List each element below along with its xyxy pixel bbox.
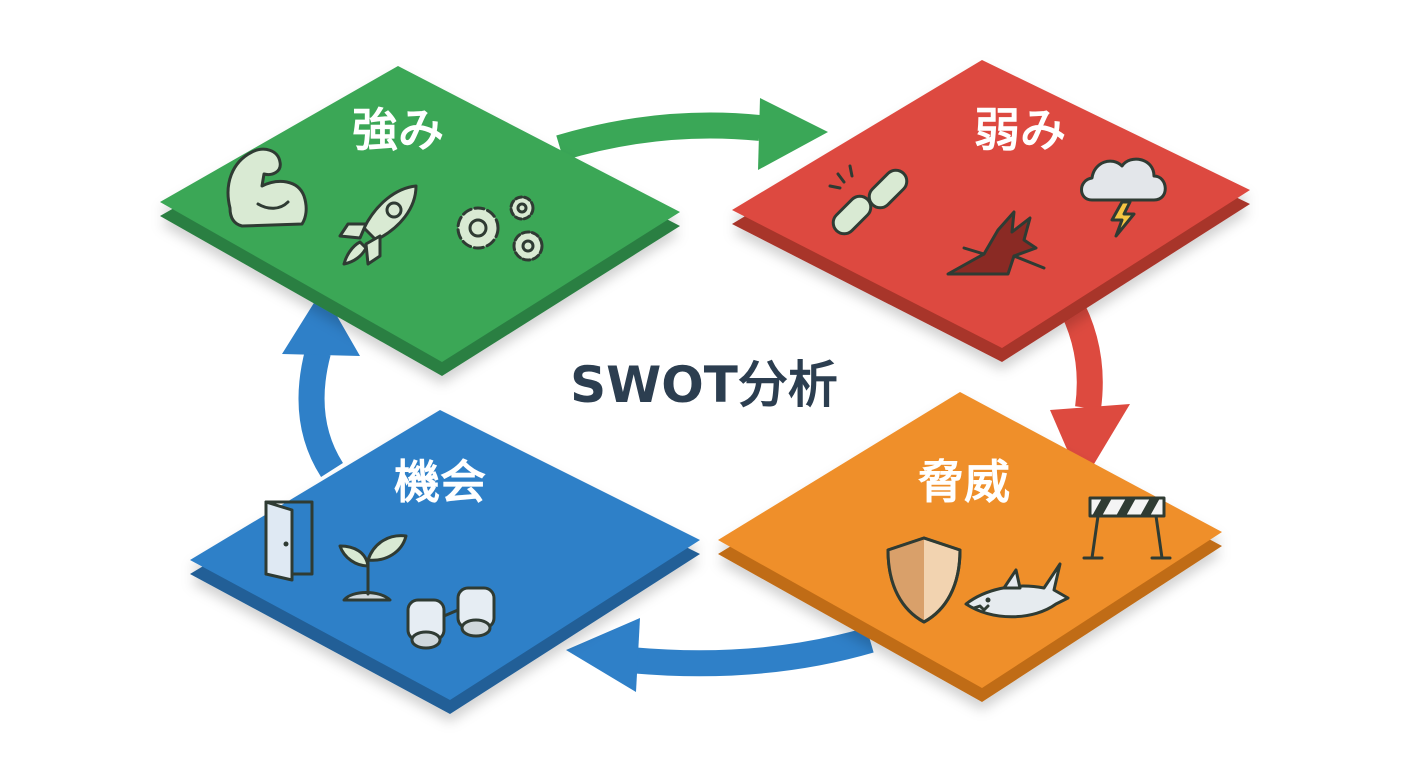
quadrant-weaknesses-label: 弱み <box>974 103 1066 157</box>
center-title: SWOT分析 <box>570 356 838 414</box>
arrow-strengths-to-weaknesses <box>556 98 828 170</box>
shark-icon <box>964 562 1070 619</box>
barrier-icon <box>1082 496 1172 560</box>
quadrant-opportunities <box>190 410 700 714</box>
storm-cloud-icon <box>1080 157 1167 238</box>
shield-icon <box>886 536 962 624</box>
ground-crack-icon <box>946 210 1046 276</box>
quadrant-threats-label: 脅威 <box>918 455 1010 509</box>
arrow-opportunities-to-strengths <box>282 290 360 478</box>
quadrant-weaknesses <box>732 60 1250 362</box>
muscle-arm-icon <box>226 147 308 228</box>
quadrant-strengths-label: 強み <box>352 103 444 157</box>
open-door-icon <box>264 500 314 582</box>
gears-icon <box>456 195 544 262</box>
rocket-icon <box>338 184 418 266</box>
sprout-icon <box>338 534 408 602</box>
quadrant-opportunities-label: 機会 <box>394 455 486 509</box>
quadrant-threats <box>718 392 1222 702</box>
binoculars-icon <box>406 586 496 650</box>
arrow-threats-to-opportunities <box>566 618 874 692</box>
quadrant-strengths <box>160 66 680 376</box>
broken-chain-icon <box>828 164 909 236</box>
